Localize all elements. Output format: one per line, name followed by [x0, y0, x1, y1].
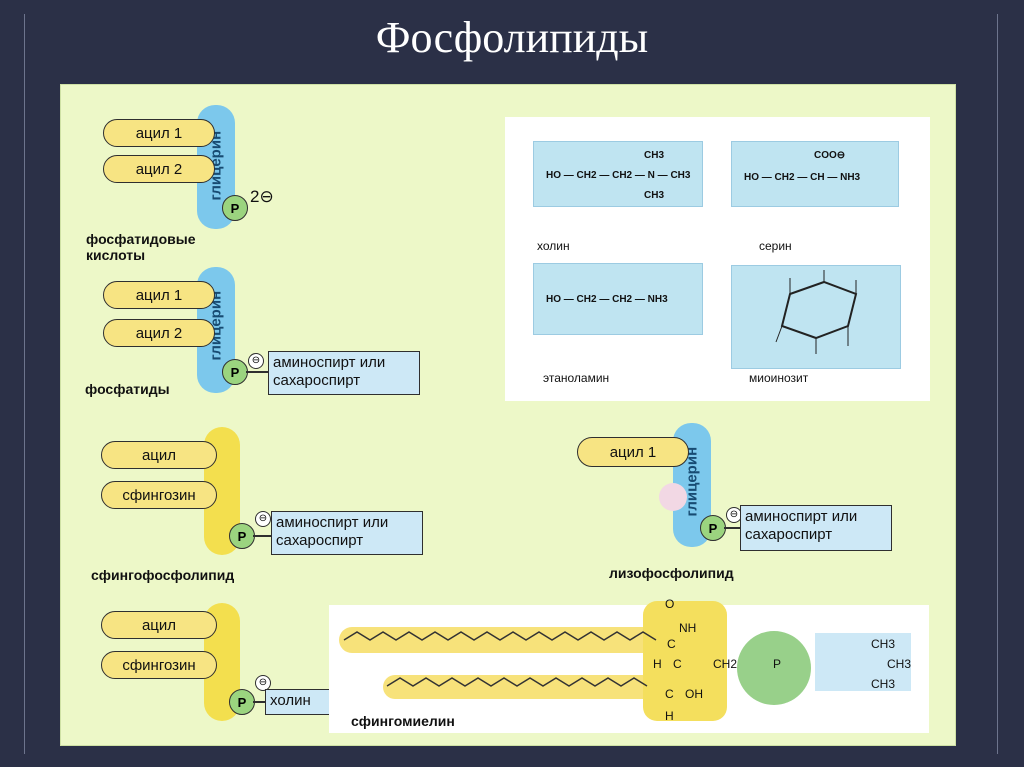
- phosphate-circle-1: P: [222, 195, 248, 221]
- sm-me2: CH3: [887, 657, 912, 671]
- phosphate-circle-4: P: [229, 689, 255, 715]
- acyl1-pill-3: ацил 1: [577, 437, 689, 467]
- acyl2-pill-2: ацил 2: [103, 319, 215, 347]
- aminospirit-box-2: аминоспирт или сахароспирт: [271, 511, 423, 555]
- sm-c3: C: [665, 687, 674, 701]
- sm-h1: H: [653, 657, 662, 671]
- sm-o: O: [665, 597, 675, 611]
- connector-line-5: [724, 527, 740, 529]
- page-title: Фосфолипиды: [375, 13, 649, 62]
- acyl1-pill-1: ацил 1: [103, 119, 215, 147]
- charge-icon-5: ⊖: [726, 507, 742, 523]
- connector-line-3: [253, 535, 271, 537]
- sm-h2: H: [665, 709, 674, 723]
- acyl-pill-1: ацил: [101, 441, 217, 469]
- phosphate-circle-2: P: [222, 359, 248, 385]
- acyl2-pill-1: ацил 2: [103, 155, 215, 183]
- sm-nh: NH: [679, 621, 697, 635]
- pink-circle: [659, 483, 687, 511]
- choline-bottom-text: CH3: [644, 190, 665, 201]
- choline-top-text: CH3: [644, 150, 665, 161]
- aminospirit-box-1: аминоспирт или сахароспирт: [268, 351, 420, 395]
- slide-frame: [24, 14, 998, 754]
- sm-me1: CH3: [871, 637, 896, 651]
- acyl1-pill-2: ацил 1: [103, 281, 215, 309]
- myoinositol-formula-cell: [731, 265, 901, 369]
- phosphate-circle-5: P: [700, 515, 726, 541]
- choline-formula-cell: CH3 HO — CH2 — CH2 — N — CH3 CH3: [533, 141, 703, 207]
- sphingomyelin-chains-icon: [343, 631, 657, 687]
- sm-me3: CH3: [871, 677, 896, 691]
- sphingosine-pill-1: сфингозин: [101, 481, 217, 509]
- lysophospholipid-label: лизофосфолипид: [609, 565, 734, 581]
- sm-ch2: CH2: [713, 657, 738, 671]
- phosphate-circle-3: P: [229, 523, 255, 549]
- phosphatides-label: фосфатиды: [85, 381, 170, 397]
- connector-line-4: [253, 701, 265, 703]
- ethanolamine-name: этаноламин: [543, 371, 610, 385]
- aminospirit-box-3: аминоспирт или сахароспирт: [740, 505, 892, 551]
- charge-icon-3: ⊖: [255, 511, 271, 527]
- sphingomyelin-label: сфингомиелин: [351, 713, 455, 729]
- sphingophospholipid-label: сфингофосфолипид: [91, 567, 235, 583]
- choline-box: холин: [265, 689, 337, 715]
- serine-top-text: COO⊖: [814, 150, 846, 161]
- phosphatidic-acids-label: фосфатидовые кислоты: [86, 231, 196, 263]
- sm-c2: C: [673, 657, 682, 671]
- diagram-panel: глицерин ацил 1 ацил 2 P 2⊖ фосфатидовые…: [60, 84, 956, 746]
- ethanolamine-formula-cell: HO — CH2 — CH2 — NH3: [533, 263, 703, 335]
- phosphate-group: [737, 631, 811, 705]
- myoinositol-name: миоинозит: [749, 371, 809, 385]
- charge-icon-4: ⊖: [255, 675, 271, 691]
- connector-line-2: [246, 371, 268, 373]
- serine-formula: HO — CH2 — CH — NH3: [744, 172, 861, 183]
- ethanolamine-formula: HO — CH2 — CH2 — NH3: [546, 294, 668, 305]
- acyl-pill-2: ацил: [101, 611, 217, 639]
- myoinositol-structure-icon: [775, 270, 858, 354]
- sphingosine-core: [643, 601, 727, 721]
- choline-name: холин: [537, 239, 570, 253]
- choline-formula: HO — CH2 — CH2 — N — CH3: [546, 170, 691, 181]
- sm-c: C: [667, 637, 676, 651]
- charge-icon-2: ⊖: [248, 353, 264, 369]
- sm-p: P: [773, 657, 782, 671]
- sphingosine-pill-2: сфингозин: [101, 651, 217, 679]
- serine-formula-cell: COO⊖ HO — CH2 — CH — NH3: [731, 141, 899, 207]
- choline-group: [815, 633, 911, 691]
- sm-oh: OH: [685, 687, 703, 701]
- phosphate-charge-1: 2⊖: [250, 187, 274, 206]
- serine-name: серин: [759, 239, 792, 253]
